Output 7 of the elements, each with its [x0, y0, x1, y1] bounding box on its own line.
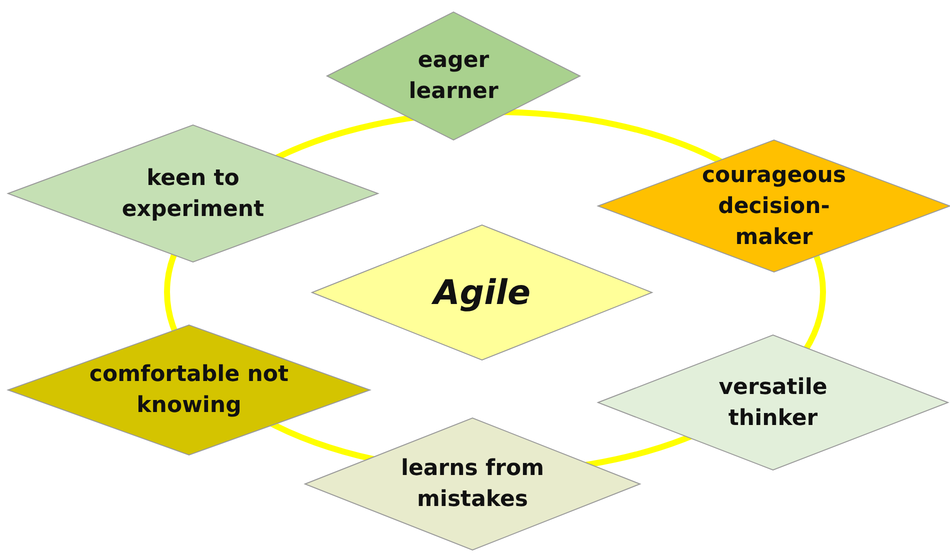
node-text: keen to experiment — [120, 164, 266, 224]
node-text: learns from mistakes — [400, 455, 546, 514]
node-text: eager learner — [408, 47, 500, 106]
node-text: courageous decision-maker — [700, 162, 848, 252]
node-text: comfortable not knowing — [89, 361, 289, 420]
node-text: Agile — [433, 272, 531, 312]
node-text: versatile thinker — [718, 374, 828, 432]
